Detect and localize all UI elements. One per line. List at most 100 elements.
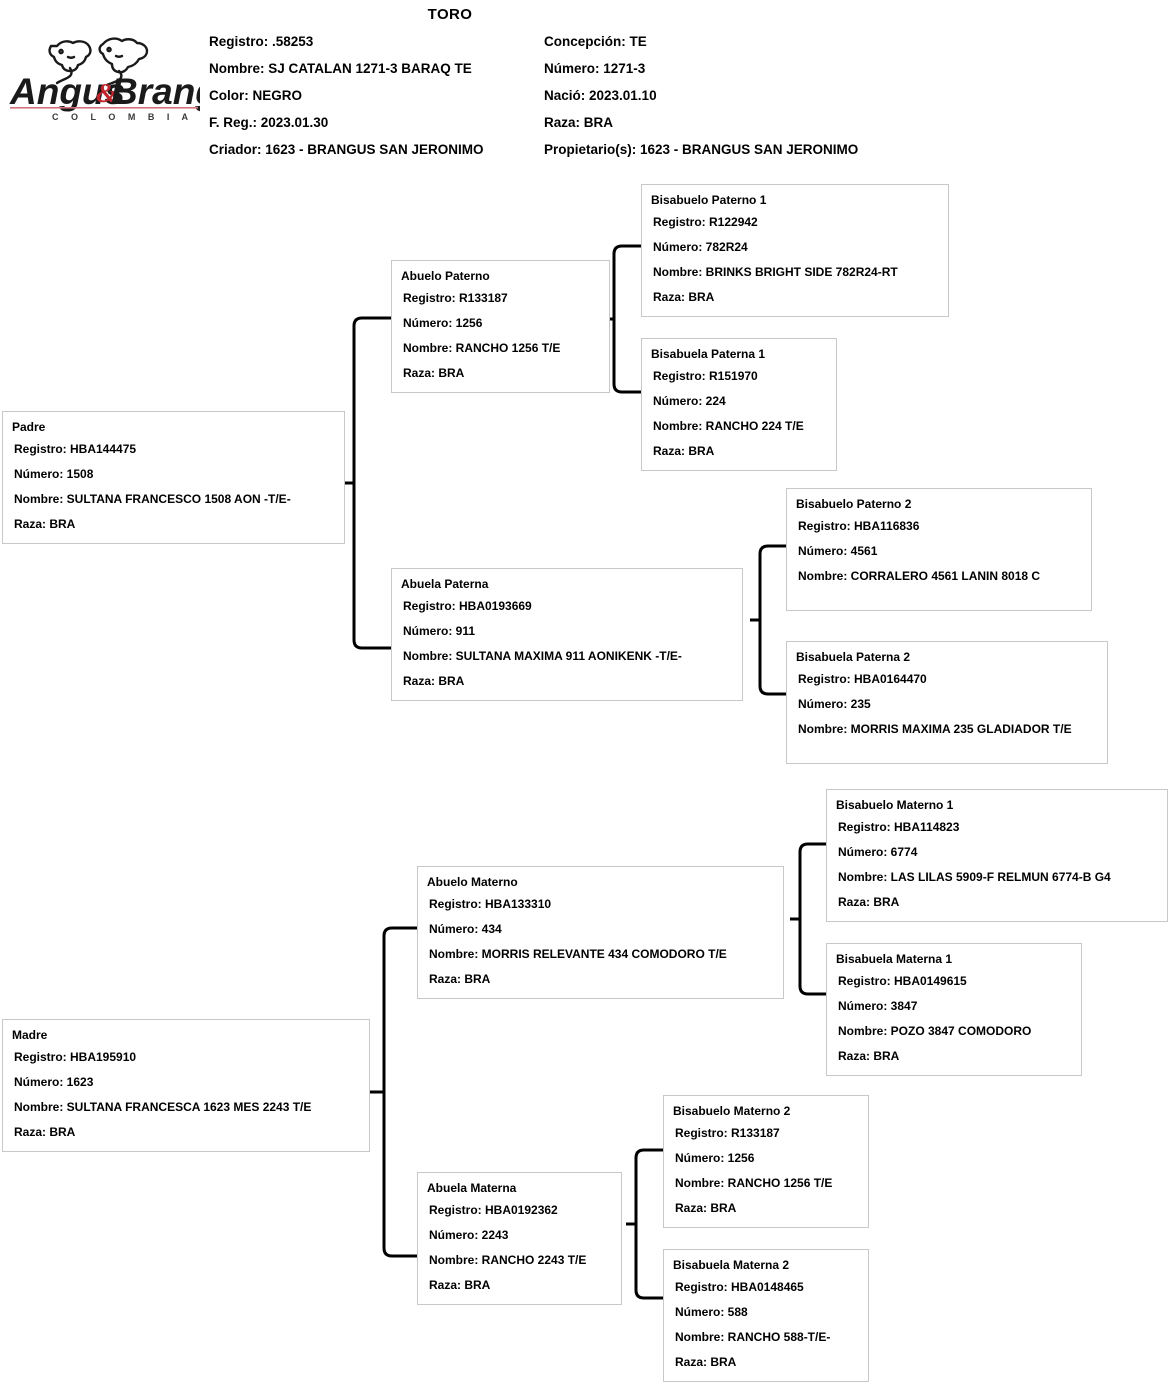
node-title: Madre [12,1028,48,1042]
field-nombre: Nombre: SJ CATALAN 1271-3 BARAQ TE [209,61,472,76]
node-raza: Raza: BRA [653,290,715,304]
logo-subtitle: C O L O M B I A [52,112,193,122]
node-numero: Número: 224 [653,394,726,408]
connector-padre-to-abuelos-paternos [338,312,392,654]
node-raza: Raza: BRA [14,517,76,531]
node-registro: Registro: HBA0148465 [675,1280,804,1294]
node-nombre: Nombre: SULTANA MAXIMA 911 AONIKENK -T/E… [403,649,682,663]
connector-abuelo-paterno-to-bisabuelos [606,240,644,398]
node-bisabuelo-materno-2[interactable]: Bisabuelo Materno 2 Registro: R133187 Nú… [663,1095,869,1228]
node-numero: Número: 235 [798,697,871,711]
field-color: Color: NEGRO [209,88,302,103]
node-bisabuela-paterna-1[interactable]: Bisabuela Paterna 1 Registro: R151970 Nú… [641,338,837,471]
node-bisabuelo-paterno-2[interactable]: Bisabuelo Paterno 2 Registro: HBA116836 … [786,488,1092,611]
two-cattle-heads-icon [48,37,149,87]
node-registro: Registro: HBA116836 [798,519,920,533]
node-nombre: Nombre: RANCHO 224 T/E [653,419,804,433]
node-registro: Registro: HBA133310 [429,897,552,911]
node-title: Bisabuelo Materno 1 [836,798,954,812]
field-fecha-registro: F. Reg.: 2023.01.30 [209,115,329,130]
animal-header-info: Registro: .58253 Concepción: TE Nombre: … [209,34,1159,169]
node-nombre: Nombre: LAS LILAS 5909-F RELMUN 6774-B G… [838,870,1111,884]
node-title: Abuelo Paterno [401,269,490,283]
node-title: Bisabuela Paterna 1 [651,347,766,361]
node-raza: Raza: BRA [14,1125,76,1139]
node-registro: Registro: HBA0192362 [429,1203,558,1217]
node-raza: Raza: BRA [838,1049,900,1063]
header-row: Nombre: SJ CATALAN 1271-3 BARAQ TE Númer… [209,61,1159,88]
node-nombre: Nombre: POZO 3847 COMODORO [838,1024,1032,1038]
node-raza: Raza: BRA [838,895,900,909]
angus-brangus-logo: Angus & Brangus C O L O M B I A [8,26,200,122]
node-nombre: Nombre: SULTANA FRANCESCO 1508 AON -T/E- [14,492,291,506]
node-bisabuela-materna-2[interactable]: Bisabuela Materna 2 Registro: HBA0148465… [663,1249,869,1382]
node-registro: Registro: R133187 [675,1126,780,1140]
node-numero: Número: 6774 [838,845,918,859]
node-nombre: Nombre: SULTANA FRANCESCA 1623 MES 2243 … [14,1100,312,1114]
node-abuela-paterna[interactable]: Abuela Paterna Registro: HBA0193669 Núme… [391,568,743,701]
node-registro: Registro: R122942 [653,215,758,229]
logo-word-angus: Angus [9,71,125,112]
node-bisabuela-paterna-2[interactable]: Bisabuela Paterna 2 Registro: HBA0164470… [786,641,1108,764]
field-numero: Número: 1271-3 [544,61,646,76]
node-numero: Número: 1508 [14,467,94,481]
node-registro: Registro: HBA195910 [14,1050,137,1064]
header-row: Criador: 1623 - BRANGUS SAN JERONIMO Pro… [209,142,1159,169]
field-criador: Criador: 1623 - BRANGUS SAN JERONIMO [209,142,484,157]
connector-abuela-materna-to-bisabuelos [626,1144,666,1304]
node-abuelo-paterno[interactable]: Abuelo Paterno Registro: R133187 Número:… [391,260,610,393]
logo-underline [10,107,198,109]
node-nombre: Nombre: BRINKS BRIGHT SIDE 782R24-RT [653,265,898,279]
field-nacio: Nació: 2023.01.10 [544,88,657,103]
node-title: Padre [12,420,46,434]
node-registro: Registro: R133187 [403,291,508,305]
node-title: Bisabuela Materna 2 [673,1258,790,1272]
node-abuelo-materno[interactable]: Abuelo Materno Registro: HBA133310 Númer… [417,866,784,999]
header-row: Registro: .58253 Concepción: TE [209,34,1159,61]
header-row: Color: NEGRO Nació: 2023.01.10 [209,88,1159,115]
node-numero: Número: 2243 [429,1228,509,1242]
node-nombre: Nombre: CORRALERO 4561 LANIN 8018 C [798,569,1041,583]
node-registro: Registro: HBA144475 [14,442,137,456]
connector-abuela-paterna-to-bisabuelos [750,540,790,700]
node-raza: Raza: BRA [403,366,465,380]
node-abuela-materna[interactable]: Abuela Materna Registro: HBA0192362 Núme… [417,1172,622,1305]
connector-abuelo-materno-to-bisabuelos [790,838,830,1000]
node-bisabuela-materna-1[interactable]: Bisabuela Materna 1 Registro: HBA0149615… [826,943,1082,1076]
logo-ampersand: & [96,78,117,108]
node-raza: Raza: BRA [429,1278,491,1292]
node-nombre: Nombre: MORRIS MAXIMA 235 GLADIADOR T/E [798,722,1072,736]
node-title: Bisabuelo Paterno 2 [796,497,912,511]
field-registro: Registro: .58253 [209,34,314,49]
node-registro: Registro: HBA0193669 [403,599,532,613]
connector-madre-to-abuelos-maternos [366,922,422,1262]
node-raza: Raza: BRA [675,1355,737,1369]
node-nombre: Nombre: RANCHO 2243 T/E [429,1253,587,1267]
node-registro: Registro: HBA114823 [838,820,960,834]
node-registro: Registro: R151970 [653,369,758,383]
node-numero: Número: 1256 [403,316,483,330]
field-concepcion: Concepción: TE [544,34,647,49]
node-numero: Número: 1256 [675,1151,755,1165]
field-propietario: Propietario(s): 1623 - BRANGUS SAN JERON… [544,142,859,157]
header-row: F. Reg.: 2023.01.30 Raza: BRA [209,115,1159,142]
node-numero: Número: 1623 [14,1075,94,1089]
node-padre[interactable]: Padre Registro: HBA144475 Número: 1508 N… [2,411,345,544]
node-nombre: Nombre: MORRIS RELEVANTE 434 COMODORO T/… [429,947,727,961]
node-title: Abuela Materna [427,1181,517,1195]
node-bisabuelo-paterno-1[interactable]: Bisabuelo Paterno 1 Registro: R122942 Nú… [641,184,949,317]
node-registro: Registro: HBA0149615 [838,974,967,988]
node-numero: Número: 588 [675,1305,748,1319]
node-raza: Raza: BRA [403,674,465,688]
logo-word-brangus: Brangus [111,71,200,112]
node-madre[interactable]: Madre Registro: HBA195910 Número: 1623 N… [2,1019,370,1152]
node-registro: Registro: HBA0164470 [798,672,927,686]
node-numero: Número: 911 [403,624,476,638]
node-title: Abuela Paterna [401,577,489,591]
node-numero: Número: 4561 [798,544,878,558]
node-title: Bisabuela Materna 1 [836,952,953,966]
node-title: Abuelo Materno [427,875,518,889]
node-bisabuelo-materno-1[interactable]: Bisabuelo Materno 1 Registro: HBA114823 … [826,789,1168,922]
node-nombre: Nombre: RANCHO 1256 T/E [675,1176,833,1190]
